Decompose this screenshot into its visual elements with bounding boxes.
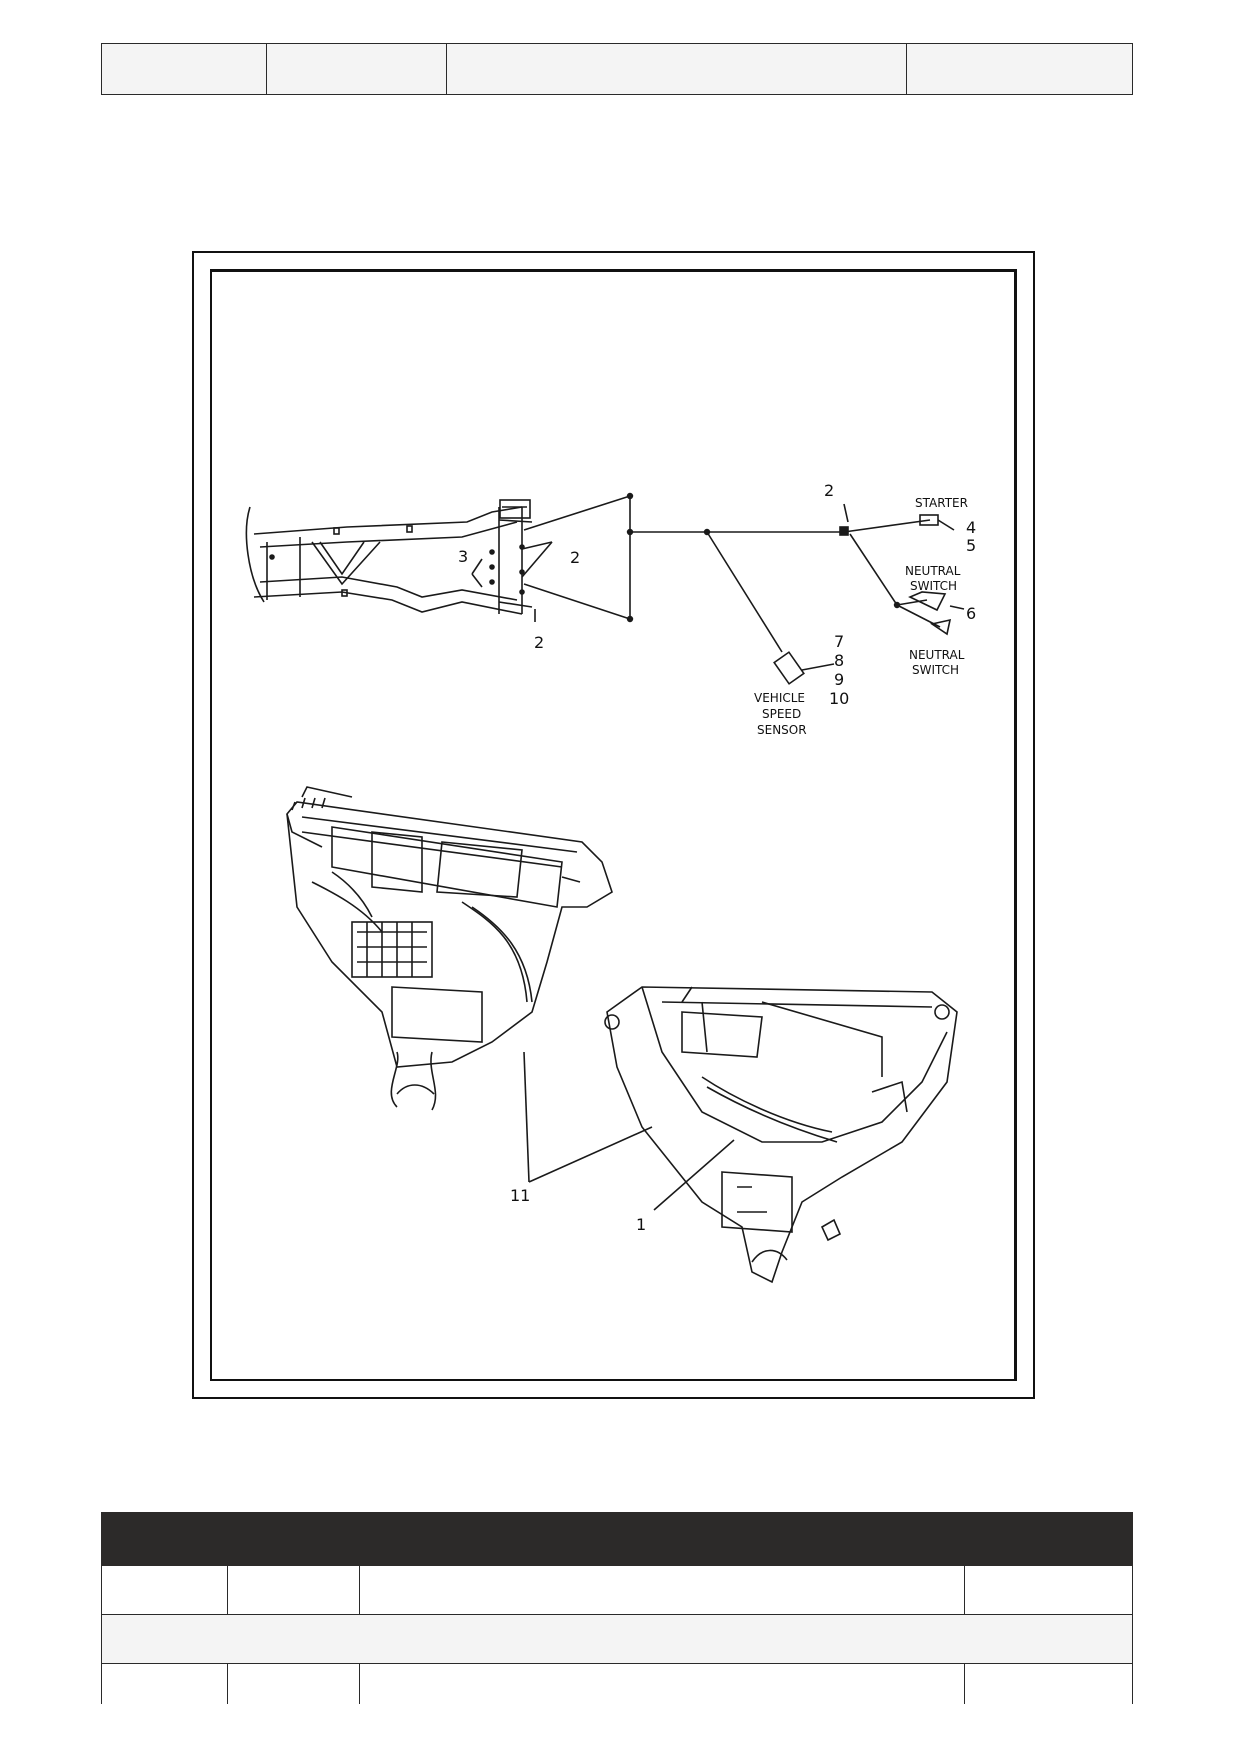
table-header-cell — [359, 1512, 965, 1566]
table-cell — [101, 1614, 1133, 1664]
table-row — [101, 43, 1133, 95]
neutral-switch-label: NEUTRAL — [905, 564, 961, 578]
table-row — [101, 1565, 1133, 1615]
callout-2: 2 — [824, 481, 834, 500]
frame-outline-drawing — [245, 492, 844, 623]
neutral-switch-label: SWITCH — [912, 663, 959, 677]
callout-7: 7 — [834, 632, 844, 651]
table-cell — [964, 1663, 1133, 1704]
header-info-table — [101, 43, 1133, 95]
neutral-switch-label: NEUTRAL — [909, 648, 965, 662]
callout-2: 2 — [570, 548, 580, 567]
callout-2: 2 — [534, 633, 544, 652]
table-cell — [359, 1565, 965, 1615]
table-cell — [359, 1663, 965, 1704]
table-header-row — [101, 1512, 1133, 1566]
table-cell — [227, 1565, 360, 1615]
callout-5: 5 — [966, 536, 976, 555]
figure-frame: 3 2 2 2 STARTER 4 5 NEUTRAL SWITCH 6 NEU… — [192, 251, 1035, 1399]
table-cell — [964, 1565, 1133, 1615]
callout-4: 4 — [966, 518, 976, 537]
table-cell — [906, 43, 1133, 95]
table-cell — [227, 1663, 360, 1704]
figure-inner-border — [210, 269, 1017, 1381]
callout-6: 6 — [966, 604, 976, 623]
table-cell — [101, 1663, 228, 1704]
callout-11: 11 — [510, 1186, 530, 1205]
callout-10: 10 — [829, 689, 849, 708]
table-cell — [101, 1565, 228, 1615]
table-header-cell — [964, 1512, 1133, 1566]
parts-list-table — [101, 1512, 1133, 1704]
callout-9: 9 — [834, 670, 844, 689]
table-header-cell — [227, 1512, 360, 1566]
vehicle-speed-sensor-label: SENSOR — [757, 723, 807, 737]
wiring-harness-illustration: 3 2 2 2 STARTER 4 5 NEUTRAL SWITCH 6 NEU… — [245, 481, 976, 1284]
ecu-mount-right-detail — [604, 986, 958, 1284]
starter-label: STARTER — [915, 496, 968, 510]
vehicle-speed-sensor-label: SPEED — [762, 707, 801, 721]
callout-1: 1 — [636, 1215, 646, 1234]
vehicle-speed-sensor-label: VEHICLE — [754, 691, 805, 705]
ecu-mount-left-detail — [286, 786, 613, 1111]
neutral-switch-label: SWITCH — [910, 579, 957, 593]
table-header-cell — [101, 1512, 228, 1566]
callout-8: 8 — [834, 651, 844, 670]
callout-3: 3 — [458, 547, 468, 566]
table-section-row — [101, 1614, 1133, 1664]
table-row — [101, 1663, 1133, 1704]
table-cell — [101, 43, 267, 95]
callout-leaders — [523, 1051, 735, 1211]
table-cell — [266, 43, 447, 95]
table-cell — [446, 43, 907, 95]
harness-branches — [706, 503, 965, 685]
